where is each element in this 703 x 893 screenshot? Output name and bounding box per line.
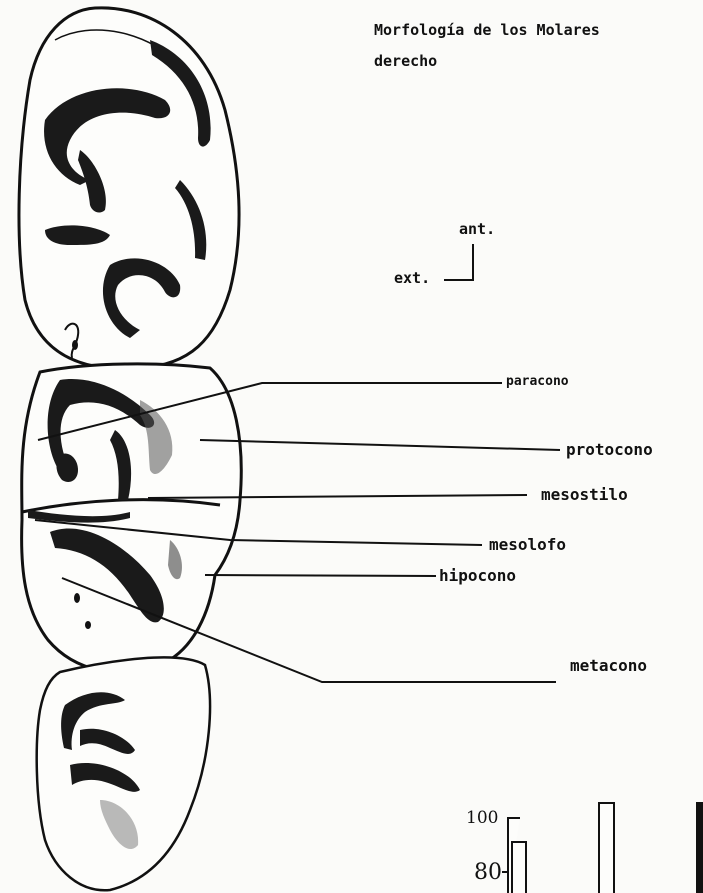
- leader-hipocono: [205, 575, 436, 576]
- inset-chart: [502, 803, 703, 893]
- orientation-indicator: [444, 244, 473, 280]
- inset-bar-1: [512, 842, 526, 893]
- orientation-exterior-label: ext.: [394, 268, 430, 288]
- label-hipocono: hipocono: [439, 566, 516, 586]
- label-metacono: metacono: [570, 656, 647, 676]
- inset-tick-label-100: 100: [466, 808, 498, 828]
- upper-molar-outline: [19, 8, 239, 369]
- inset-bar-3: [697, 803, 703, 893]
- label-protocono: protocono: [566, 440, 653, 460]
- leader-protocono: [200, 440, 560, 450]
- orientation-anterior-label: ant.: [459, 219, 495, 239]
- orientation-arrow: [444, 244, 473, 280]
- label-paracono: paracono: [506, 372, 569, 392]
- middle-dot-2: [85, 621, 91, 629]
- label-mesolofo: mesolofo: [489, 535, 566, 555]
- middle-dot-1: [74, 593, 80, 603]
- label-mesostilo: mesostilo: [541, 485, 628, 505]
- inset-tick-label-80: 80: [474, 860, 502, 885]
- figure-title-line-2: derecho: [374, 51, 437, 71]
- inset-bar-2: [599, 803, 614, 893]
- upper-dot: [72, 340, 78, 350]
- figure-title-line-1: Morfología de los Molares: [374, 20, 600, 40]
